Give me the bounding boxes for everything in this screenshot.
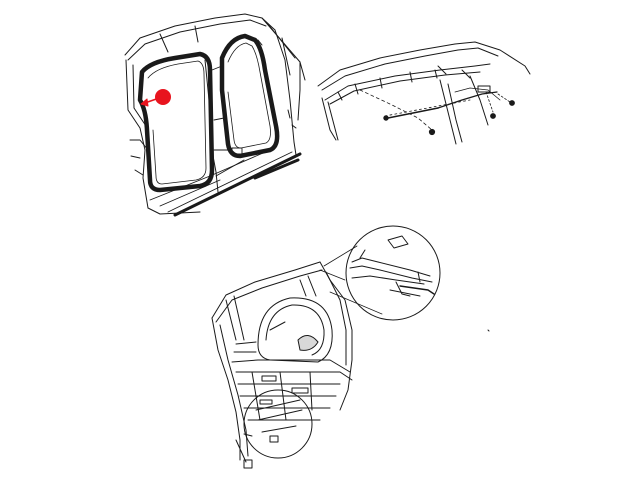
rear-door-weatherstrip [219, 33, 280, 159]
drip-molding [387, 107, 439, 119]
roof-rail-channel [324, 63, 491, 101]
door-opening-weatherstrip-view [124, 13, 306, 217]
fastener-4 [509, 100, 515, 106]
rear-cargo-interior-view [211, 225, 490, 469]
detail-circle-lower [243, 389, 313, 459]
roof-panel [124, 13, 306, 81]
wheel-house [257, 297, 333, 363]
cargo-floor [231, 341, 353, 421]
roof-rail-drip-molding-view [317, 41, 531, 145]
fastener-3 [490, 113, 496, 119]
detail-circle-upper [345, 225, 441, 321]
callout-leader [319, 269, 346, 281]
sill-moldings [149, 149, 302, 217]
red-dot-callout [140, 89, 171, 107]
fastener-1 [428, 128, 436, 136]
detail-circle-upper-contents [349, 235, 435, 297]
body-side-panel [125, 29, 301, 215]
b-pillar [211, 65, 245, 177]
fastener-2 [383, 115, 389, 121]
front-door-weatherstrip [137, 51, 215, 193]
